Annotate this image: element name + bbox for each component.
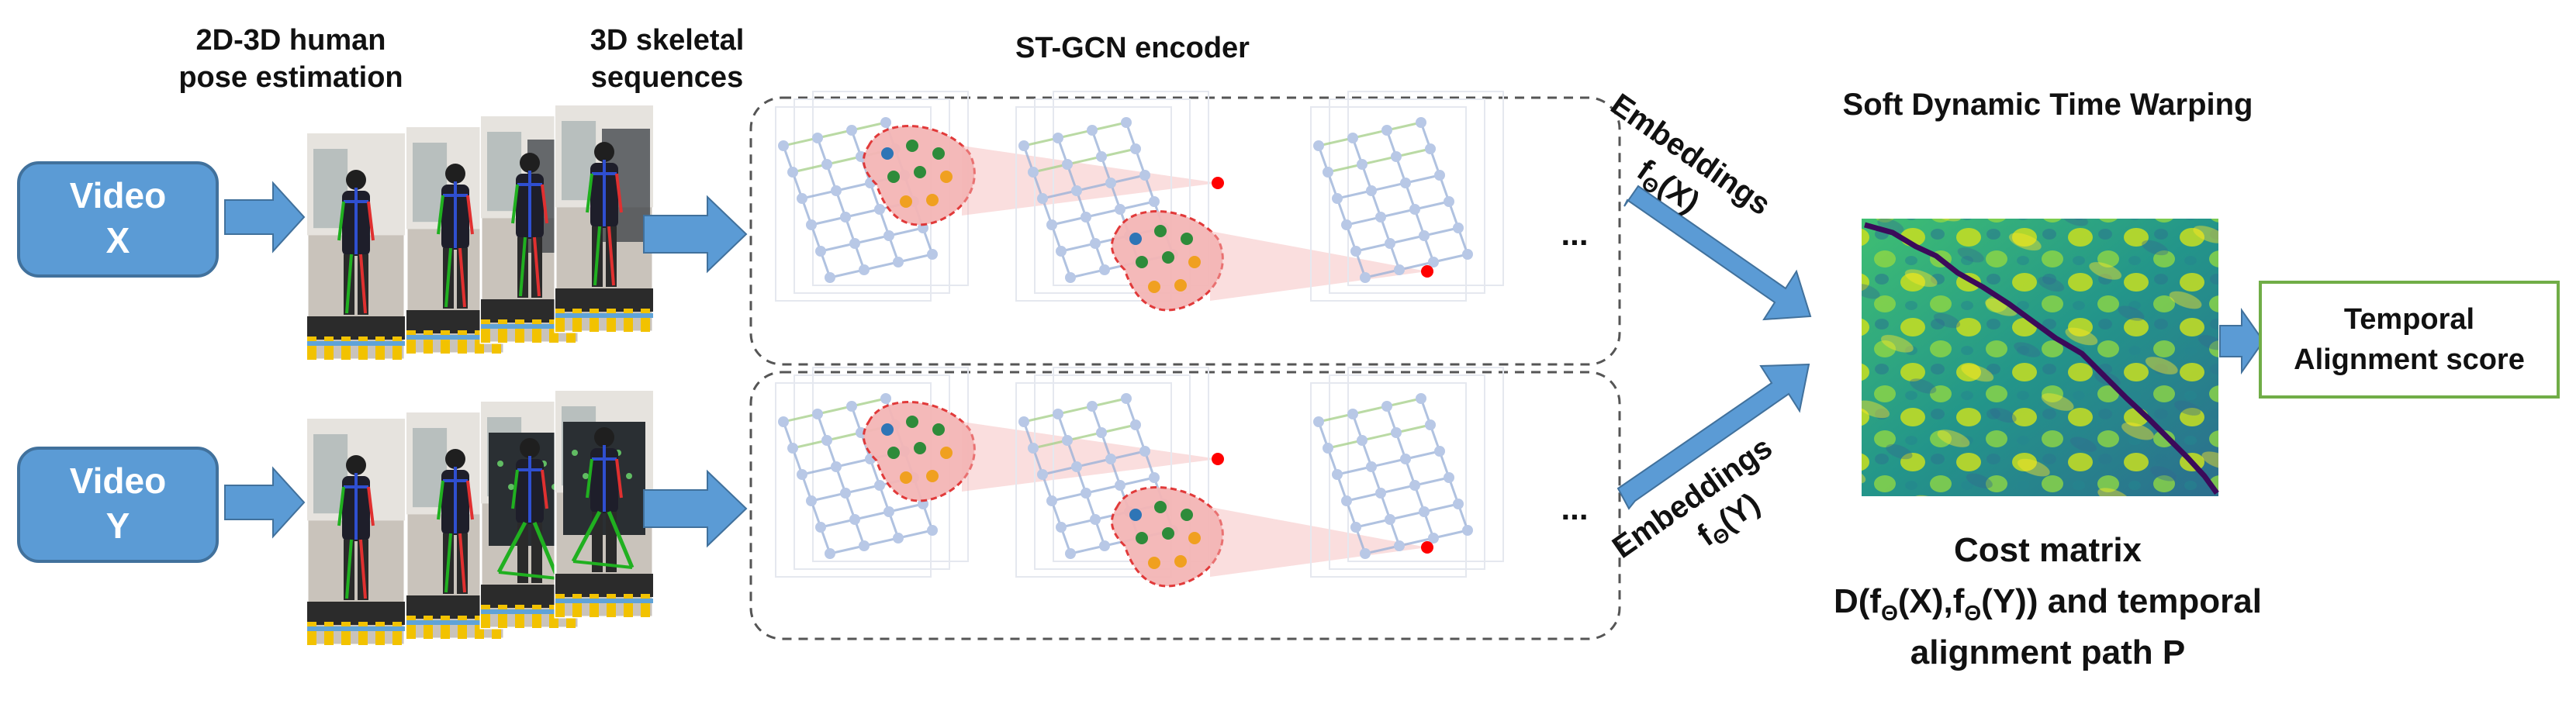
arrow-embedding-y bbox=[1616, 363, 1810, 510]
video-y-frames bbox=[306, 389, 655, 647]
svg-text:Alignment score: Alignment score bbox=[2294, 343, 2525, 376]
video-frame bbox=[554, 104, 655, 333]
svg-text:sequences: sequences bbox=[591, 61, 743, 94]
skeletal-sequences-label: 3D skeletal sequences bbox=[590, 24, 745, 94]
temporal-alignment-score-box: Temporal Alignment score bbox=[2259, 281, 2560, 399]
svg-text:Y: Y bbox=[106, 506, 130, 546]
arrow-frames-y-to-encoder bbox=[643, 469, 748, 548]
cost-matrix-heatmap bbox=[1862, 219, 2219, 496]
svg-text:alignment path P: alignment path P bbox=[1910, 633, 2185, 671]
arrow-matrix-to-score bbox=[2219, 307, 2265, 375]
embedding-y-label: Embeddings fΘ(Y) bbox=[1606, 430, 1779, 565]
encoder-label: ST-GCN encoder bbox=[1015, 32, 1250, 64]
arrow-video-x-to-frames bbox=[224, 181, 306, 254]
svg-text:3D skeletal: 3D skeletal bbox=[590, 24, 745, 57]
svg-text:Video: Video bbox=[70, 175, 166, 216]
svg-text:X: X bbox=[106, 220, 130, 261]
svg-text:Video: Video bbox=[70, 461, 166, 501]
video-frame bbox=[306, 417, 406, 647]
pose-estimation-label: 2D-3D human pose estimation bbox=[178, 24, 403, 94]
arrow-frames-x-to-encoder bbox=[643, 195, 748, 274]
ellipsis-y: ... bbox=[1561, 490, 1588, 526]
ellipsis-x: ... bbox=[1561, 216, 1588, 252]
cost-matrix-caption: Cost matrix D(fΘ(X),fΘ(Y)) and temporal … bbox=[1834, 531, 2262, 671]
arrow-embedding-x bbox=[1623, 185, 1812, 321]
dtw-label: Soft Dynamic Time Warping bbox=[1843, 88, 2253, 122]
svg-text:pose estimation: pose estimation bbox=[178, 61, 403, 94]
video-x-frames bbox=[306, 104, 655, 361]
svg-text:2D-3D human: 2D-3D human bbox=[196, 24, 386, 57]
st-gcn-encoder-x bbox=[775, 91, 1504, 312]
video-x-box: Video X bbox=[17, 161, 219, 278]
svg-text:D(fΘ(X),fΘ(Y)) and temporal: D(fΘ(X),fΘ(Y)) and temporal bbox=[1834, 582, 2262, 625]
video-frame bbox=[306, 132, 406, 361]
arrow-video-y-to-frames bbox=[224, 466, 306, 539]
alignment-path bbox=[1864, 222, 2219, 495]
st-gcn-encoder-y bbox=[775, 367, 1504, 588]
video-frame bbox=[554, 389, 655, 619]
svg-text:Cost matrix: Cost matrix bbox=[1954, 531, 2142, 569]
svg-text:Temporal: Temporal bbox=[2344, 303, 2474, 336]
video-y-box: Video Y bbox=[17, 447, 219, 563]
